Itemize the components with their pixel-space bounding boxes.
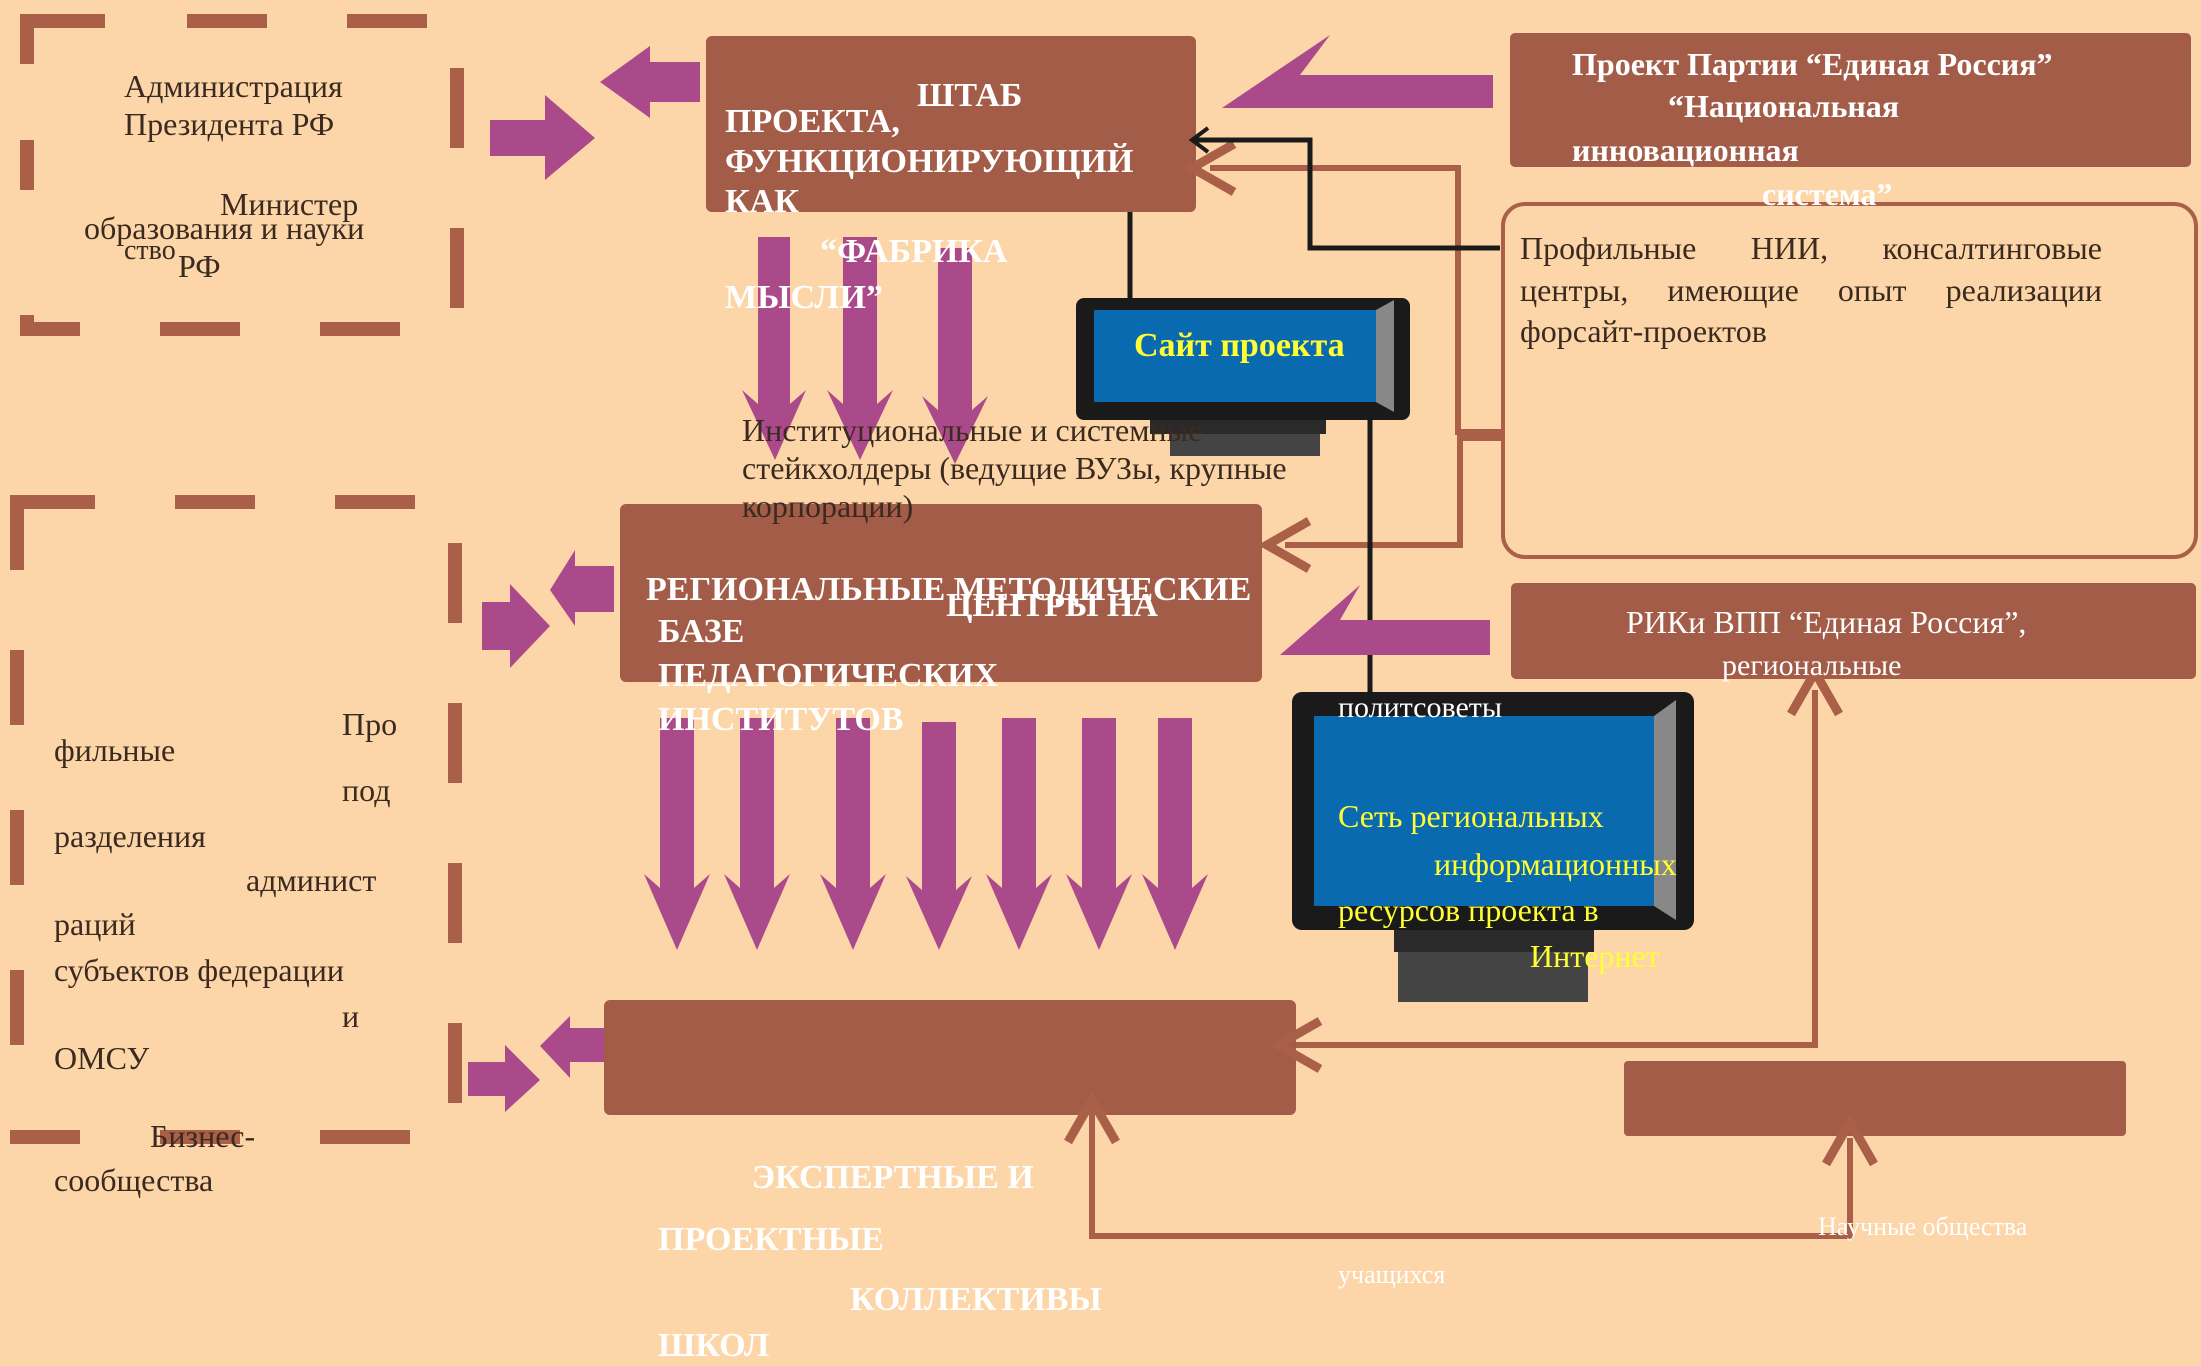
dashed-frame-bottom xyxy=(10,495,462,1144)
expert-teams-line2: ПРОЕКТНЫЕ xyxy=(658,1221,884,1258)
headquarters-title-3: “ФАБРИКА xyxy=(820,233,1008,270)
expert-teams-line4: ШКОЛ xyxy=(658,1327,770,1364)
party-project-line4: система” xyxy=(1762,176,1893,212)
regional-centers-line2: ЦЕНТРЫ НА xyxy=(946,587,1158,624)
business-label-a: Бизнес- xyxy=(150,1118,256,1154)
party-project-box xyxy=(1510,33,2191,167)
riki-line1: РИКи ВПП “Единая Россия”, xyxy=(1626,604,2027,640)
headquarters-title-2: ПРОЕКТА, ФУНКЦИОНИРУЮЩИЙ КАК xyxy=(725,103,1134,221)
students-box xyxy=(1624,1061,2126,1136)
network-monitor xyxy=(1292,692,1694,1002)
stakeholders-label: Институциональные и системные стейкхолде… xyxy=(742,412,1287,524)
profile-units-p1: Про xyxy=(342,706,398,742)
business-label-b: сообщества xyxy=(54,1162,214,1198)
riki-line3: политсоветы xyxy=(1338,691,1503,724)
students-line2: учащихся xyxy=(1338,1260,1446,1289)
profile-units-p5: админист xyxy=(246,862,377,898)
network-line4: Интернет xyxy=(1530,938,1660,974)
site-monitor xyxy=(1076,298,1410,456)
president-administration-label: Администрация Президента РФ xyxy=(124,68,343,142)
network-line3: ресурсов проекта в xyxy=(1338,892,1599,928)
ministry-label-c: ство xyxy=(124,235,176,266)
riki-box xyxy=(1511,583,2196,679)
profile-units-p7: субъектов федерации xyxy=(54,952,344,988)
regional-centers-box xyxy=(620,504,1262,682)
students-line1: Научные общества xyxy=(1818,1212,2028,1241)
ministry-label-d: РФ xyxy=(178,248,221,284)
research-label: Профильные НИИ, консалтинговые центры, и… xyxy=(1520,230,2102,350)
research-box xyxy=(1501,202,2198,559)
profile-units-p2: фильные xyxy=(54,732,176,768)
headquarters-title-4: МЫСЛИ” xyxy=(725,279,883,316)
headquarters-title-1: ШТАБ xyxy=(917,77,1023,114)
ministry-label-b: образования и науки xyxy=(84,210,365,246)
riki-line2: региональные xyxy=(1722,649,1902,682)
profile-units-p8: и xyxy=(342,998,360,1034)
profile-units-p6: раций xyxy=(54,906,136,942)
network-line2: информационных xyxy=(1434,846,1677,882)
party-project-line1: Проект Партии “Единая Россия” xyxy=(1572,46,2053,82)
party-project-line3: инновационная xyxy=(1572,132,1799,168)
ministry-label-a: Министер xyxy=(220,186,359,222)
dashed-frame-top xyxy=(20,14,464,336)
profile-units-p4: разделения xyxy=(54,818,206,854)
regional-centers-line3: БАЗЕ ПЕДАГОГИЧЕСКИХ ИНСТИТУТОВ xyxy=(658,613,999,739)
site-monitor-label: Сайт проекта xyxy=(1134,327,1345,364)
expert-teams-box xyxy=(604,1000,1296,1115)
network-line1: Сеть региональных xyxy=(1338,798,1604,834)
profile-units-p9: ОМСУ xyxy=(54,1040,150,1076)
connector-lines xyxy=(1064,140,1878,1239)
expert-teams-line3: КОЛЛЕКТИВЫ xyxy=(850,1281,1102,1318)
party-project-line2: “Национальная xyxy=(1668,88,1900,124)
regional-centers-line1: РЕГИОНАЛЬНЫЕ МЕТОДИЧЕСКИЕ xyxy=(646,571,1252,608)
magenta-arrows xyxy=(468,35,1493,1112)
headquarters-box xyxy=(706,36,1196,212)
expert-teams-line1: ЭКСПЕРТНЫЕ И xyxy=(752,1159,1034,1196)
profile-units-p3: под xyxy=(342,772,391,808)
